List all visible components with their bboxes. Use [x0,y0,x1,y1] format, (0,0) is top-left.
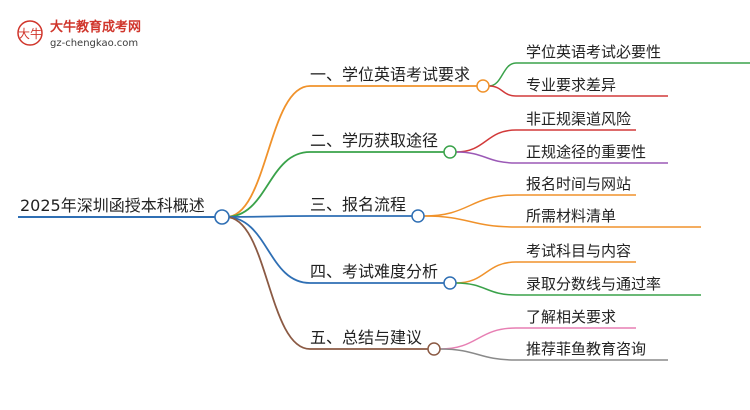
branch-3-label[interactable]: 三、报名流程 [310,195,406,214]
branch-5-collapse-toggle[interactable] [427,342,441,356]
branch-4-leaf-2-label[interactable]: 录取分数线与通过率 [526,275,661,293]
nodes: 2025年深圳函授本科概述 一、学位英语考试要求 学位英语考试必要性专业要求差异二、… [20,43,661,358]
connector-branch-1 [225,85,477,218]
branch-3-leaf-1-label[interactable]: 报名时间与网站 [526,175,631,193]
logo-mark-icon: 大牛 [17,20,43,46]
branch-1-leaf-2-label[interactable]: 专业要求差异 [526,76,616,94]
branch-2-label[interactable]: 二、学历获取途径 [310,131,438,150]
branch-2-leaf-2-label[interactable]: 正规途径的重要性 [526,143,646,161]
connector-branch-5 [225,216,428,350]
branch-1-collapse-toggle[interactable] [476,79,490,93]
connector-branch-2 [225,151,444,218]
branch-3-leaf-2-label[interactable]: 所需材料清单 [526,207,616,225]
connector-branch-1-leaf-1 [488,62,750,87]
branch-1-leaf-1-label[interactable]: 学位英语考试必要性 [526,43,661,61]
logo: 大牛 大牛教育成考网 gz-chengkao.com [17,19,141,49]
connector-branch-4-leaf-2 [455,282,701,296]
connectors [18,62,750,361]
connector-branch-4 [225,216,444,284]
branch-5-leaf-2-label[interactable]: 推荐菲鱼教育咨询 [526,340,646,358]
branch-3-collapse-toggle[interactable] [411,209,425,223]
connector-branch-4-leaf-1 [455,261,636,284]
connector-branch-1-leaf-2 [488,85,668,97]
branch-2-leaf-1-label[interactable]: 非正规渠道风险 [526,110,631,128]
branch-4-label[interactable]: 四、考试难度分析 [310,262,438,281]
connector-branch-3-leaf-2 [423,215,701,228]
branch-1-label[interactable]: 一、学位英语考试要求 [310,65,470,84]
logo-name: 大牛教育成考网 [50,19,141,35]
logo-glyph: 大牛 [18,26,42,41]
branch-5-label[interactable]: 五、总结与建议 [310,328,422,347]
root-label[interactable]: 2025年深圳函授本科概述 [20,196,205,215]
connector-branch-3-leaf-1 [423,194,636,217]
branch-5-leaf-1-label[interactable]: 了解相关要求 [526,308,616,326]
branch-2-collapse-toggle[interactable] [443,145,457,159]
connector-branch-2-leaf-2 [455,151,668,164]
logo-url: gz-chengkao.com [50,38,138,49]
connector-branch-2-leaf-1 [455,129,636,153]
branch-4-leaf-1-label[interactable]: 考试科目与内容 [526,242,631,260]
root-collapse-toggle[interactable] [214,209,230,225]
branch-4-collapse-toggle[interactable] [443,276,457,290]
connector-branch-3 [225,215,412,218]
connector-branch-5-leaf-1 [439,327,636,350]
connector-branch-5-leaf-2 [439,348,668,361]
